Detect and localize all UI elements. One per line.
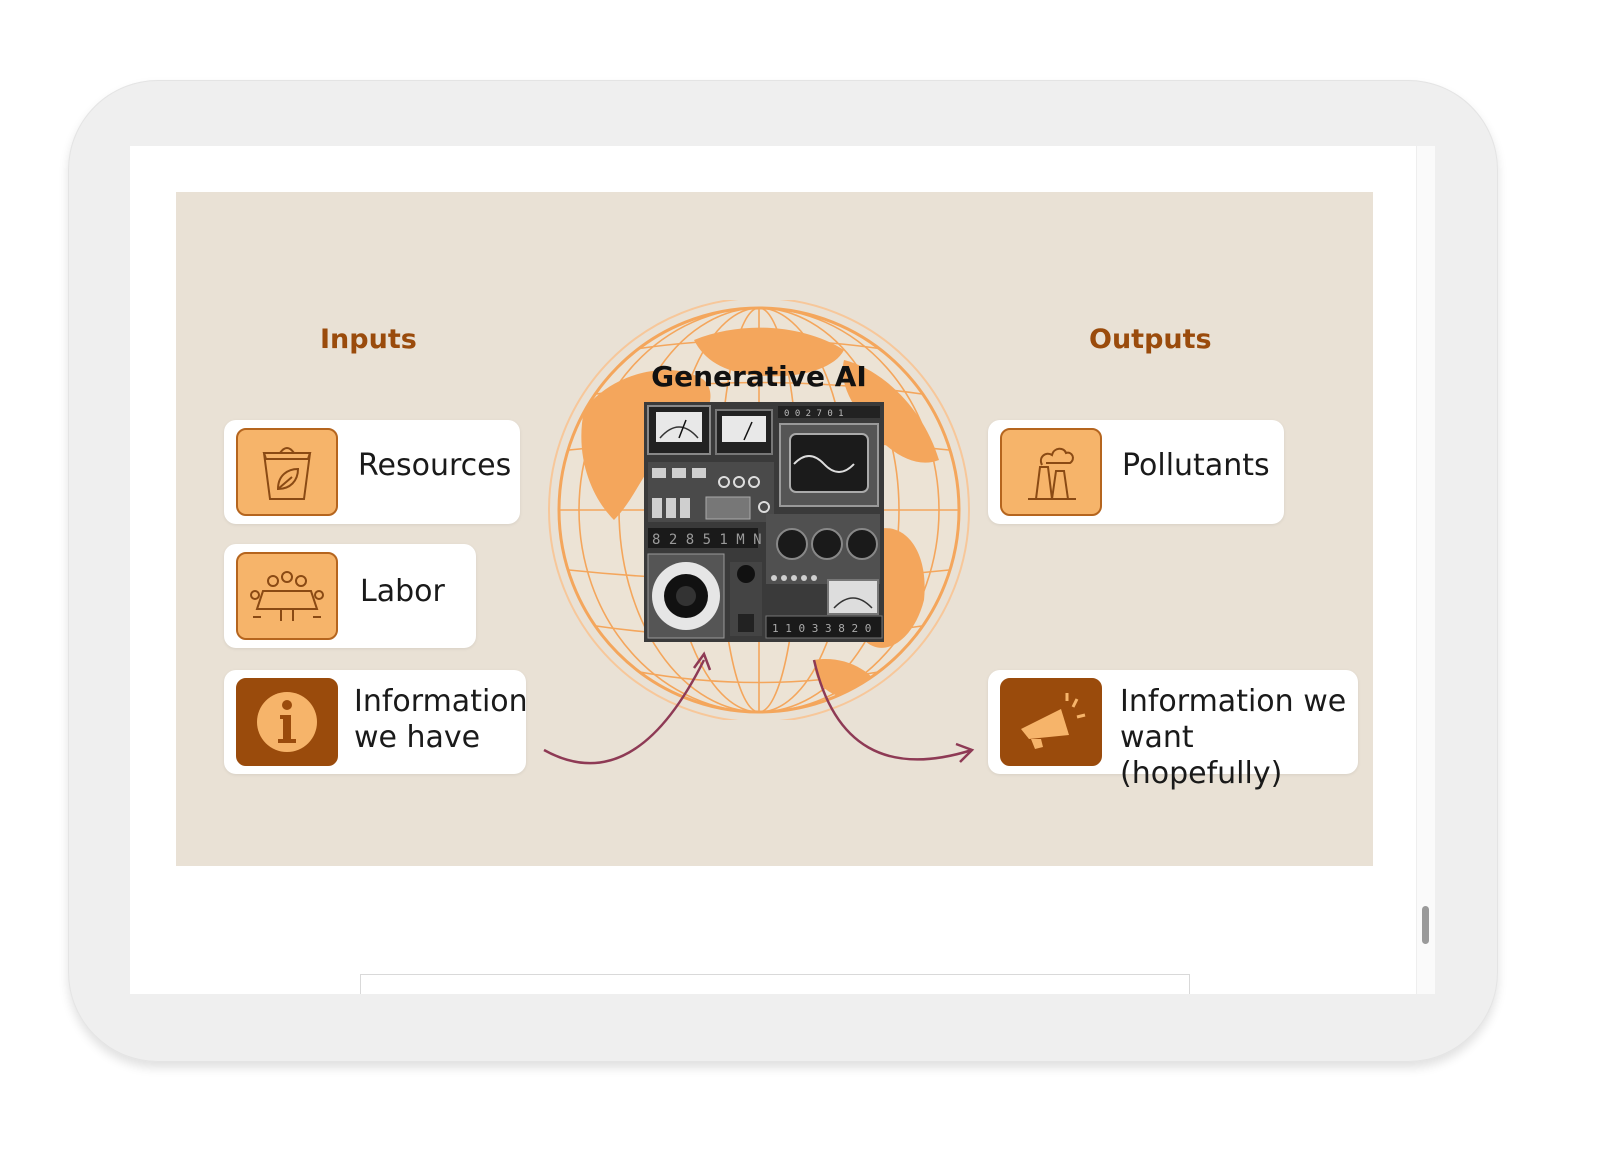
megaphone-icon bbox=[1000, 678, 1102, 766]
input-card-labor: Labor bbox=[224, 544, 476, 648]
input-card-resources: Resources bbox=[224, 420, 520, 524]
meeting-table-icon bbox=[236, 552, 338, 640]
center-visual: Generative AI 0 0 2 7 0 1 bbox=[543, 300, 975, 765]
output-label-information-line1: Information we bbox=[1120, 684, 1347, 719]
svg-text:0 0 2 7 0 1: 0 0 2 7 0 1 bbox=[784, 409, 844, 419]
center-title: Generative AI bbox=[651, 360, 867, 393]
bucket-leaf-icon bbox=[236, 428, 338, 516]
svg-text:1 1 0 3 3 8 2 0: 1 1 0 3 3 8 2 0 bbox=[772, 622, 871, 635]
input-label-information-line1: Information bbox=[354, 684, 528, 719]
screen: Inputs Outputs bbox=[130, 146, 1435, 994]
output-arrow bbox=[812, 659, 973, 761]
scrollbar-thumb[interactable] bbox=[1422, 906, 1429, 944]
output-card-pollutants: Pollutants bbox=[988, 420, 1284, 524]
output-label-information-line2: want (hopefully) bbox=[1120, 720, 1283, 791]
input-label-information-line2: we have bbox=[354, 720, 481, 755]
svg-text:8 2 8 5 1 M N: 8 2 8 5 1 M N bbox=[652, 532, 762, 548]
control-panel-image: 0 0 2 7 0 1 bbox=[644, 402, 884, 642]
inputs-heading: Inputs bbox=[320, 324, 417, 355]
input-card-information: Information we have bbox=[224, 670, 528, 774]
input-label-resources: Resources bbox=[358, 448, 512, 483]
flow-arrows bbox=[543, 651, 975, 765]
info-icon bbox=[236, 678, 338, 766]
input-label-labor: Labor bbox=[360, 574, 445, 609]
input-arrow bbox=[543, 659, 706, 765]
scrollbar[interactable] bbox=[1416, 146, 1435, 994]
outputs-heading: Outputs bbox=[1089, 324, 1212, 355]
factory-smoke-icon bbox=[1000, 428, 1102, 516]
output-label-pollutants: Pollutants bbox=[1122, 448, 1270, 483]
slide: Inputs Outputs bbox=[176, 192, 1373, 866]
bottom-panel bbox=[360, 974, 1190, 994]
output-card-information: Information we want (hopefully) bbox=[988, 670, 1358, 791]
